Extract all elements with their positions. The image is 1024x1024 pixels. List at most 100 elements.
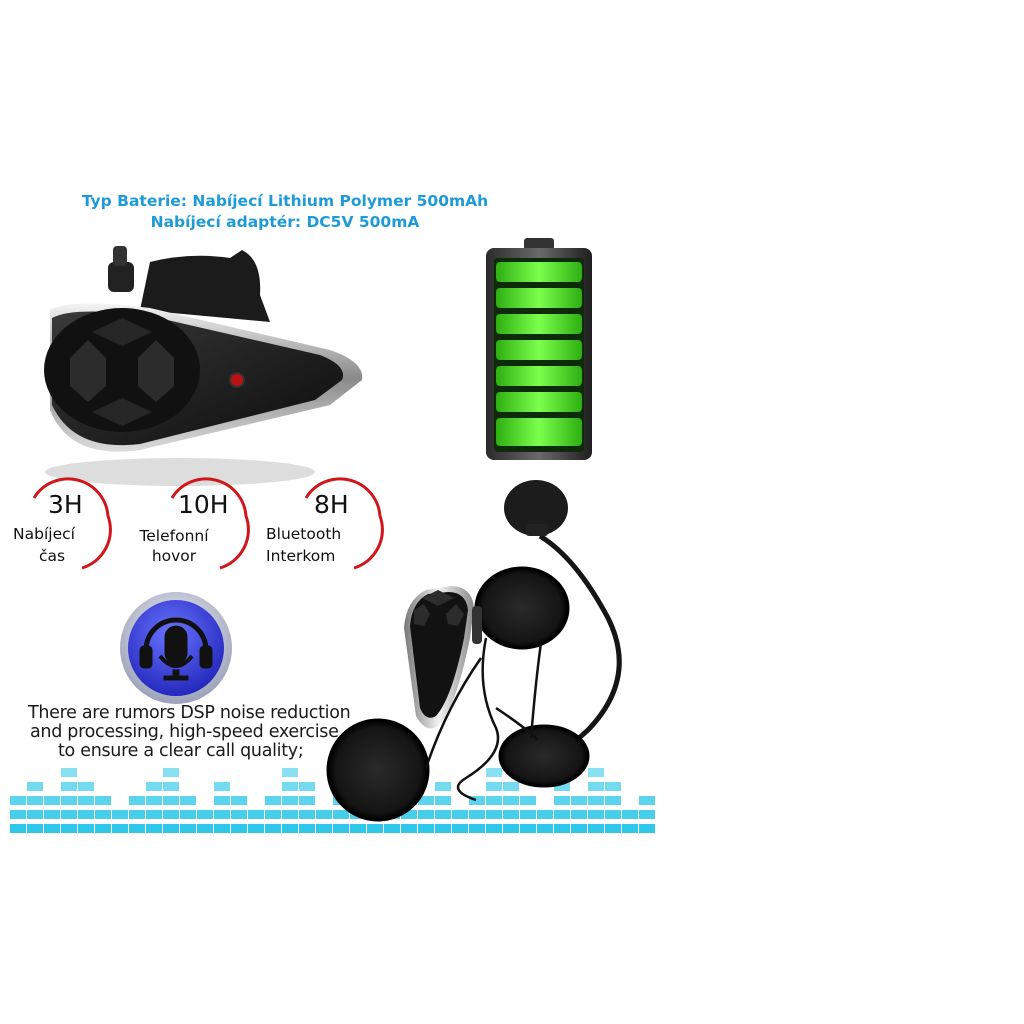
- equalizer-block: [129, 810, 145, 819]
- equalizer-block: [554, 810, 570, 819]
- equalizer-block: [299, 810, 315, 819]
- equalizer-block: [486, 768, 502, 777]
- stat-phone-call: 10H Telefonní hovor: [132, 476, 272, 576]
- equalizer-block: [129, 796, 145, 805]
- stat-label-line1: Bluetooth: [266, 525, 342, 543]
- equalizer-block: [163, 810, 179, 819]
- stat-label-line2: hovor: [151, 547, 197, 565]
- equalizer-block: [231, 824, 247, 833]
- battery-full-icon: [486, 238, 592, 460]
- equalizer-block: [282, 768, 298, 777]
- dsp-line-1: There are rumors DSP noise reduction: [28, 703, 351, 723]
- equalizer-block: [571, 796, 587, 805]
- equalizer-block: [180, 824, 196, 833]
- equalizer-block: [44, 810, 60, 819]
- equalizer-block: [299, 782, 315, 791]
- equalizer-block: [180, 796, 196, 805]
- equalizer-block: [78, 824, 94, 833]
- equalizer-block: [265, 824, 281, 833]
- equalizer-block: [10, 824, 26, 833]
- stat-label-line2: čas: [38, 547, 66, 565]
- equalizer-block: [146, 796, 162, 805]
- equalizer-block: [571, 824, 587, 833]
- equalizer-block: [282, 824, 298, 833]
- equalizer-block: [248, 824, 264, 833]
- equalizer-block: [588, 824, 604, 833]
- equalizer-block: [537, 824, 553, 833]
- equalizer-block: [265, 796, 281, 805]
- equalizer-block: [435, 782, 451, 791]
- equalizer-block: [95, 810, 111, 819]
- equalizer-block: [27, 810, 43, 819]
- equalizer-block: [588, 768, 604, 777]
- equalizer-block: [316, 810, 332, 819]
- equalizer-block: [299, 796, 315, 805]
- equalizer-block: [214, 796, 230, 805]
- equalizer-block: [435, 810, 451, 819]
- equalizer-block: [401, 824, 417, 833]
- equalizer-block: [469, 796, 485, 805]
- equalizer-block: [78, 810, 94, 819]
- equalizer-block: [231, 796, 247, 805]
- equalizer-block: [282, 810, 298, 819]
- equalizer-block: [588, 810, 604, 819]
- equalizer-block: [214, 782, 230, 791]
- equalizer-block: [333, 824, 349, 833]
- equalizer-block: [486, 782, 502, 791]
- equalizer-block: [214, 824, 230, 833]
- stat-value: 10H: [178, 490, 229, 519]
- equalizer-block: [350, 824, 366, 833]
- equalizer-block: [401, 810, 417, 819]
- equalizer-block: [537, 810, 553, 819]
- equalizer-block: [384, 824, 400, 833]
- equalizer-block: [282, 796, 298, 805]
- equalizer-block: [503, 782, 519, 791]
- equalizer-block: [639, 810, 655, 819]
- equalizer-block: [112, 810, 128, 819]
- dsp-line-2: and processing, high-speed exercise: [30, 722, 339, 742]
- stat-bluetooth-intercom: 8H Bluetooth Interkom: [262, 476, 402, 576]
- equalizer-block: [520, 796, 536, 805]
- equalizer-block: [605, 796, 621, 805]
- equalizer-block: [622, 810, 638, 819]
- equalizer-block: [418, 810, 434, 819]
- equalizer-block: [265, 810, 281, 819]
- equalizer-block: [605, 782, 621, 791]
- equalizer-block: [112, 824, 128, 833]
- equalizer-block: [316, 824, 332, 833]
- adapter-text: Nabíjecí adaptér: DC5V 500mA: [150, 213, 420, 231]
- equalizer-block: [418, 824, 434, 833]
- stat-charging-time: 3H Nabíjecí čas: [4, 476, 144, 576]
- stat-arc-icon: [32, 477, 112, 570]
- equalizer-block: [61, 810, 77, 819]
- equalizer-block: [503, 824, 519, 833]
- stat-label-line2: Interkom: [266, 547, 336, 565]
- equalizer-block: [554, 796, 570, 805]
- equalizer-block: [163, 782, 179, 791]
- microphone-headset-icon: [120, 592, 232, 704]
- equalizer-block: [486, 796, 502, 805]
- equalizer-block: [27, 782, 43, 791]
- equalizer-block: [44, 796, 60, 805]
- equalizer-block: [95, 796, 111, 805]
- equalizer-block: [333, 810, 349, 819]
- equalizer-block: [214, 810, 230, 819]
- equalizer-block: [520, 810, 536, 819]
- equalizer-block: [605, 824, 621, 833]
- equalizer-block: [163, 768, 179, 777]
- equalizer-block: [452, 824, 468, 833]
- stat-value: 8H: [314, 490, 349, 519]
- equalizer-block: [10, 810, 26, 819]
- equalizer-block: [554, 782, 570, 791]
- equalizer-block: [61, 796, 77, 805]
- equalizer-block: [588, 782, 604, 791]
- equalizer-block: [61, 824, 77, 833]
- equalizer-block: [78, 796, 94, 805]
- equalizer-block: [27, 796, 43, 805]
- equalizer-block: [163, 796, 179, 805]
- equalizer-block: [554, 824, 570, 833]
- equalizer-block: [180, 810, 196, 819]
- equalizer-block: [78, 782, 94, 791]
- equalizer-block: [146, 810, 162, 819]
- equalizer-block: [520, 824, 536, 833]
